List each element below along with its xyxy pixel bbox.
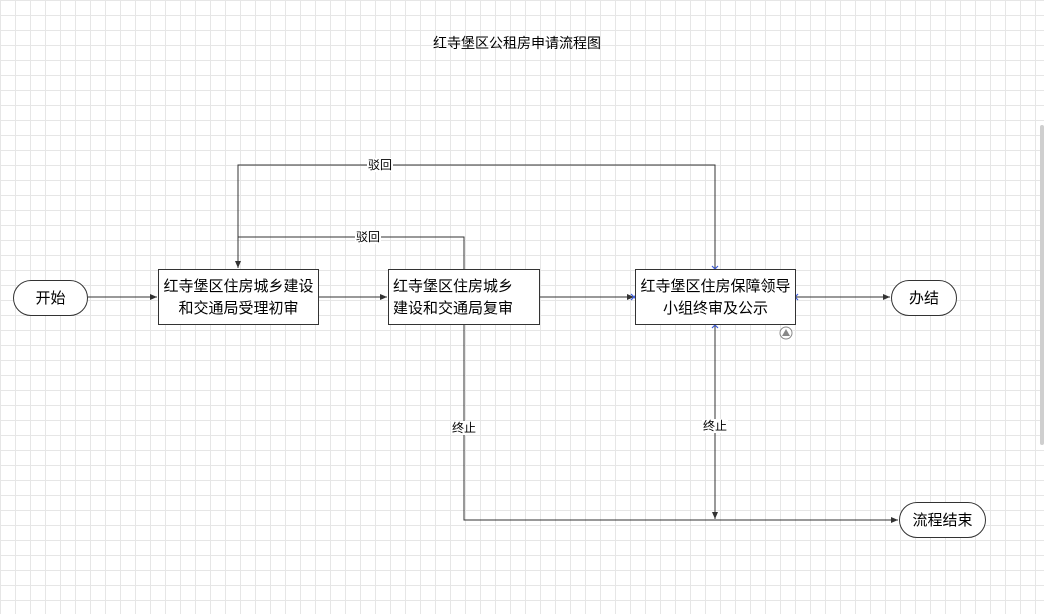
vertical-scrollbar[interactable]: [1040, 125, 1044, 445]
edge-reject-mid: [238, 236, 465, 269]
edge-label-terminate-right: 终止: [702, 419, 729, 433]
step2-second-review-node[interactable]: 红寺堡区住房城乡建设和交通局复审: [388, 269, 540, 325]
edge-label-reject-mid: 驳回: [355, 230, 382, 244]
edge-terminate-left: [463, 325, 898, 523]
edge-label-reject-top: 驳回: [367, 158, 394, 172]
step1-initial-review-node[interactable]: 红寺堡区住房城乡建设和交通局受理初审: [158, 269, 319, 325]
edge-reject-top: [235, 164, 716, 269]
end-node[interactable]: 流程结束: [899, 502, 986, 538]
rotate-handle-icon: [779, 326, 793, 340]
diagram-title: 红寺堡区公租房申请流程图: [433, 36, 601, 52]
start-node[interactable]: 开始: [13, 280, 88, 316]
edge-label-terminate-left: 终止: [451, 421, 478, 435]
done-node[interactable]: 办结: [891, 280, 957, 316]
step3-final-review-node[interactable]: 红寺堡区住房保障领导小组终审及公示: [635, 269, 796, 325]
